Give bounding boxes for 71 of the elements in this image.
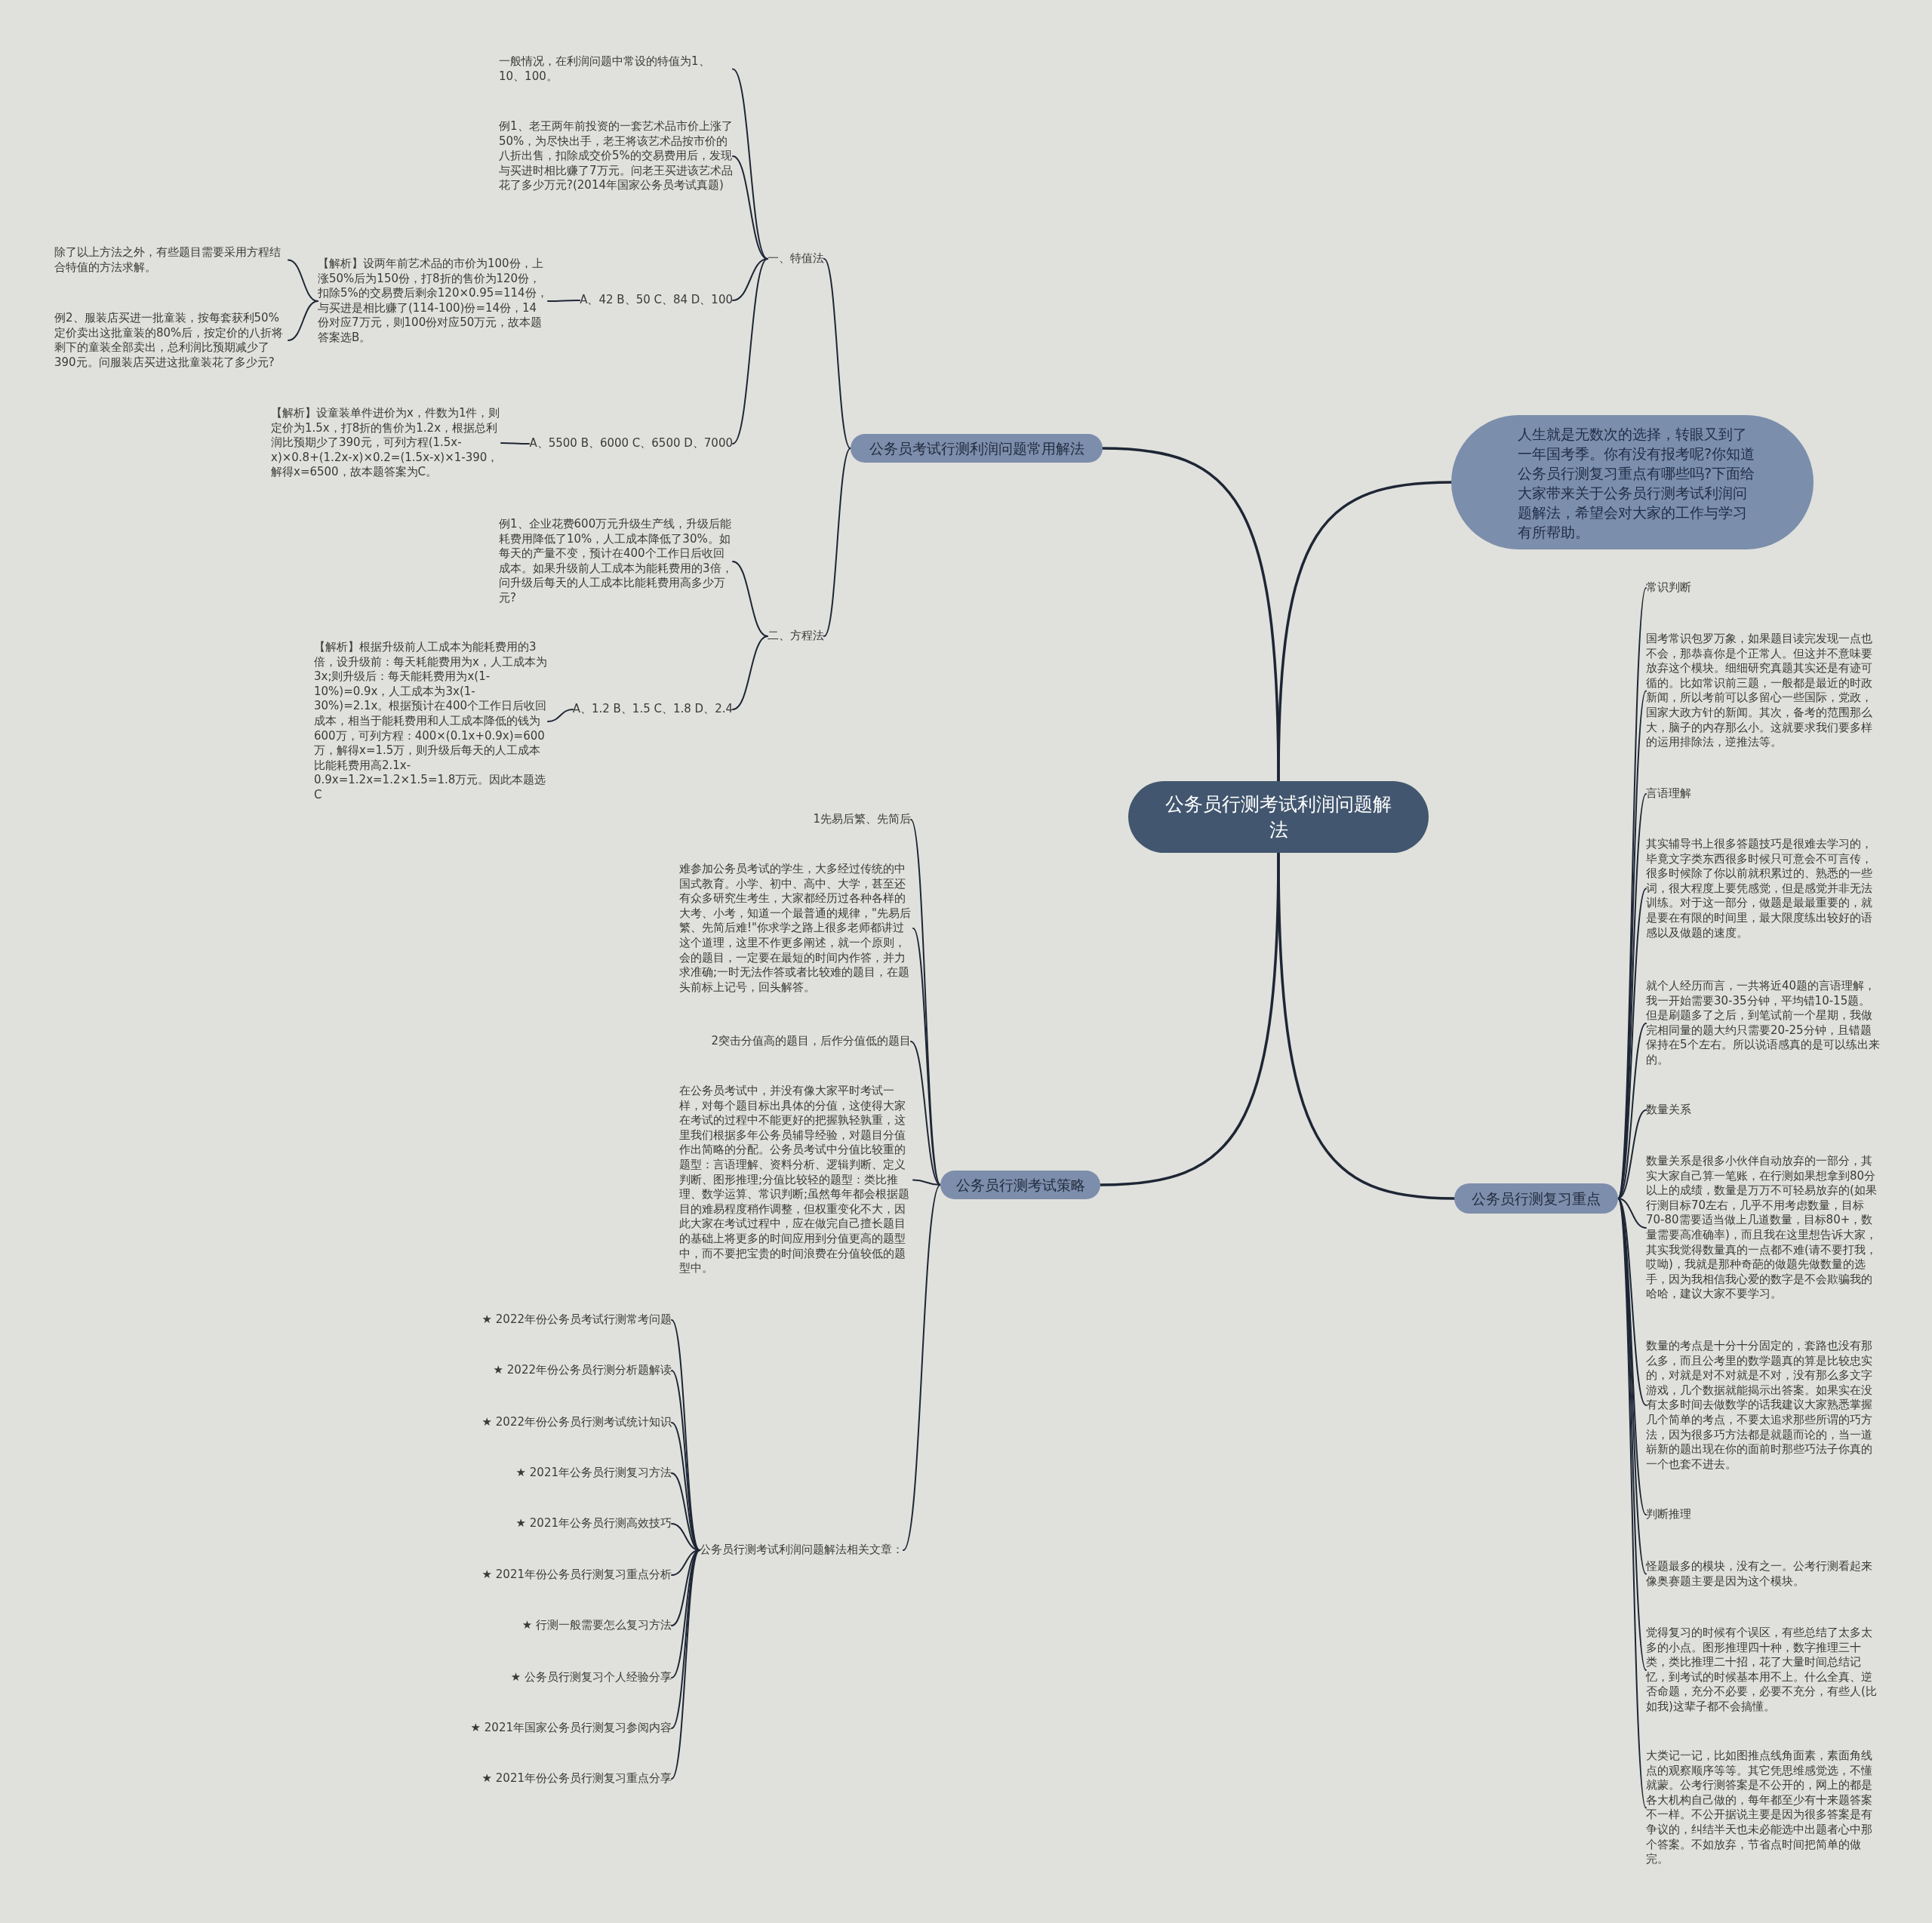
connector [903,1184,941,1551]
topic-text: 公务员行测考试利润问题解法相关文章： [700,1543,903,1558]
topic-text: 例1、老王两年前投资的一套艺术品市价上涨了50%，为尽快出手，老王将该艺术品按市价的八折出售，扣除成交价5%的交易费用后，发现与买进时相比赚了7万元。问老王买进该艺术品花了多少万元?(2014年国家公务员考试真题) [499,119,733,193]
connector [732,155,768,260]
topic-text: 数量的考点是十分十分固定的，套路也没有那么多，而且公考里的数学题真的算是比较忠实的，对就是对不对就是不对，没有那么多文字游戏，几个数据就能揭示出答案。如果实在没有太多时间去做数学的话我建议大家熟悉掌握几个简单的考点，不要太追求那些所谓的巧方法，因为很多巧方法都是就题而论的，当一道崭新的题出现在你的面前时那些巧法子你真的一个也套不进去。 [1646,1339,1880,1472]
connector [1617,1198,1647,1229]
branch-topic: 公务员行测考试策略 [940,1171,1100,1199]
connector [912,1179,941,1186]
topic-text: 言语理解 [1646,786,1691,802]
topic-text: ★ 公务员行测复习个人经验分享 [510,1670,672,1685]
topic-text: ★ 2021年公务员行测复习方法 [515,1466,672,1481]
topic-text: 大类记一记，比如图推点线角面素，素面角线点的观察顺序等等。其它凭思维感觉选，不懂就蒙。公考行测答案是不公开的，网上的都是各大机构自己做的，每年都至少有十来题答案不一样。不公开据说主要是因为很多答案是有争议的，纠结半天也未必能选中出题者心中那个答案。不如放弃，节省点时间把简单的做完。 [1646,1749,1880,1867]
topic-text: 在公务员考试中，并没有像大家平时考试一样，对每个题目标出具体的分值，这使得大家在考试的过程中不能更好的把握孰轻孰重，这里我们根据多年公务员辅导经验，对题目分值作出简略的分配。公务员考试中分值比较重的题型：言语理解、资料分析、逻辑判断、定义判断、图形推理;分值比较轻的题型：类比推理、数学运算、常识判断;虽然每年都会根据题目的难易程度稍作调整，但权重变化不大，因此大家在考试过程中，应在做完自己擅长题目的基础上将更多的时间应用到分值更高的题型中，而不要把宝贵的时间浪费在分值较低的题型中。 [679,1084,913,1276]
central-topic: 公务员行测考试利润问题解法 [1128,781,1429,853]
branch-topic: 公务员考试行测利润问题常用解法 [851,434,1103,463]
intro-bubble: 人生就是无数次的选择，转眼又到了一年国考季。你有没有报考呢?你知道公务员行测复习重点有哪些吗?下面给大家带来关于公务员行测考试利润问题解法，希望会对大家的工作与学习有所帮助。 [1451,415,1814,549]
topic-text: 难参加公务员考试的学生，大多经过传统的中国式教育。小学、初中、高中、大学，甚至还有众多研究生考生，大家都经历过各种各样的大考、小考，知道一个最普通的规律，"先易后繁、先简后难!"你求学之路上很多老师都讲过这个道理，这里不作更多阐述，就一个原则，会的题目，一定要在最短的时间内作答，并力求准确;一时无法作答或者比较难的题目，在题头前标上记号，回头解答。 [679,862,913,995]
connector [1277,851,1456,1200]
topic-text: 【解析】设两年前艺术品的市价为100份，上涨50%后为150份，打8折的售价为120份，扣除5%的交易费后剩余120×0.95=114份，与买进是相比赚了(114-100)份=14份，14份对应7万元，则100份对应50万元，故本题答案选B。 [318,257,548,346]
topic-text: ★ 2022年份公务员行测考试统计知识 [481,1415,672,1430]
connector [732,258,768,301]
topic-text: 一、特值法 [768,251,824,266]
topic-text: A、5500 B、6000 C、6500 D、7000 [529,436,733,451]
connector [1617,1198,1647,1809]
topic-text: 常识判断 [1646,580,1691,595]
topic-text: ★ 2021年份公务员行测复习重点分享 [481,1771,672,1786]
connector [671,1370,700,1551]
topic-text: ★ 行测一般需要怎么复习方法 [521,1618,672,1633]
branch-topic: 公务员行测复习重点 [1454,1183,1618,1214]
topic-text: A、1.2 B、1.5 C、1.8 D、2.4 [572,702,733,717]
topic-text: ★ 2022年份公务员考试行测常考问题 [481,1312,672,1328]
connector [910,1041,941,1186]
connector [732,258,768,445]
topic-text: 例1、企业花费600万元升级生产线，升级后能耗费用降低了10%，人工成本降低了30%。如每天的产量不变，预计在400个工作日后收回成本。如果升级前人工成本为能耗费用的3倍，问升级后每天的人工成本比能耗费用高多少万元? [499,517,733,606]
topic-text: 数量关系是很多小伙伴自动放弃的一部分，其实大家自己算一笔账，在行测如果想拿到80分以上的成绩，数量是万万不可轻易放弃的(如果行测目标70左右，几乎不用考虑数量，目标70-80需要适当做上几道数量，目标80+，数量需要高准确率)，而且我在这里想告诉大家，其实我觉得数量真的一点都不难(请不要打我，哎呦)，我就是那种奇葩的做题先做数量的选手，因为我相信我心爱的数字是不会欺骗我的哈哈，建议大家不要学习。 [1646,1154,1880,1302]
topic-text: A、42 B、50 C、84 D、100 [580,293,733,308]
topic-text: 一般情况，在利润问题中常设的特值为1、10、100。 [499,54,733,85]
topic-text: 1先易后繁、先简后 [813,812,911,827]
topic-text: 例2、服装店买进一批童装，按每套获利50%定价卖出这批童装的80%后，按定价的八折将剩下的童装全部卖出，总利润比预期减少了390元。问服装店买进这批童装花了多少元? [54,311,288,371]
connector [671,1549,700,1729]
connector [547,300,580,302]
connector [671,1472,700,1551]
topic-text: 觉得复习的时候有个误区，有些总结了太多太多的小点。图形推理四十种，数字推理三十类，类比推理二十招，花了大量时间总结记忆，到考试的时候基本用不上。什么全真、逆否命题，充分不必要，必要不充分，有些人(比如我)这辈子都不会搞懂。 [1646,1626,1880,1715]
topic-text: 二、方程法 [768,629,824,644]
topic-text: 【解析】设童装单件进价为x，件数为1件，则定价为1.5x，打8折的售价为1.2x，根据总利润比预期少了390元，可列方程(1.5x-x)×0.8+(1.2x-x)×0.2=(1.5x-x)×1-390，解得x=6500，故本题答案为C。 [271,406,501,480]
connector [1617,1109,1647,1199]
connector [1101,447,1280,783]
connector [500,442,530,445]
topic-text: ★ 2021年公务员行测高效技巧 [515,1516,672,1531]
topic-text: 就个人经历而言，一共将近40题的言语理解，我一开始需要30-35分钟，平均错10-15题。但是刷题多了之后，到笔试前一个星期，我做完相同量的题大约只需要20-25分钟，且错题保持在5个左右。所以说语感真的是可以练出来的。 [1646,979,1880,1068]
topic-text: ★ 2021年份公务员行测复习重点分析 [481,1568,672,1583]
connector [288,300,318,341]
topic-text: 数量关系 [1646,1103,1691,1118]
topic-text: 国考常识包罗万象，如果题目读完发现一点也不会，那恭喜你是个正常人。但这并不意味要放弃这个模块。细细研究真题其实还是有迹可循的。比如常识前三题，一般都是最近的时政新闻，所以考前可以多留心一些国际，党政，国家大政方针的新闻。其次，备考的范围那么大，脑子的内存那么小。这就要求我们要多样的运用排除法，逆推法等。 [1646,632,1880,750]
topic-text: 判断推理 [1646,1507,1691,1522]
topic-text: 怪题最多的模块，没有之一。公考行测看起来像奥赛题主要是因为这个模块。 [1646,1559,1880,1589]
connector [732,68,768,260]
connector [671,1549,700,1780]
connector [732,635,768,710]
connector [671,1549,700,1678]
topic-text: 【解析】根据升级前人工成本为能耗费用的3倍，设升级前：每天耗能费用为x，人工成本为3x;则升级后：每天能耗费用为x(1-10%)=0.9x，人工成本为3x(1-30%)=2.1x。根据预计在400个工作日后收回成本，相当于能耗费用和人工成本降低的钱为600万，可列方程：400×(0.1x+0.9x)=600万，解得x=1.5万，则升级后每天的人工成本比能耗费用高2.1x-0.9x=1.2x=1.2×1.5=1.8万元。因此本题选C [314,640,548,803]
topic-text: ★ 2022年份公务员行测分析题解读 [493,1363,672,1378]
connector [732,561,768,637]
topic-text: 其实辅导书上很多答题技巧是很难去学习的，毕竟文字类东西很多时候只可意会不可言传，很多时候除了你以前就积累过的、熟悉的一些词，很大程度上要凭感觉，但是感觉并非无法训练。对于这一部分，做题是最最重要的，就是要在有限的时间里，最大限度练出较好的语感以及做题的速度。 [1646,837,1880,941]
connector [823,448,851,637]
topic-text: ★ 2021年国家公务员行测复习参阅内容 [470,1721,672,1736]
topic-text: 除了以上方法之外，有些题目需要采用方程结合特值的方法求解。 [54,245,288,275]
topic-text: 2突击分值高的题目，后作分值低的题目 [711,1034,911,1049]
connector [910,819,941,1186]
connector [547,709,574,722]
connector [823,258,851,449]
